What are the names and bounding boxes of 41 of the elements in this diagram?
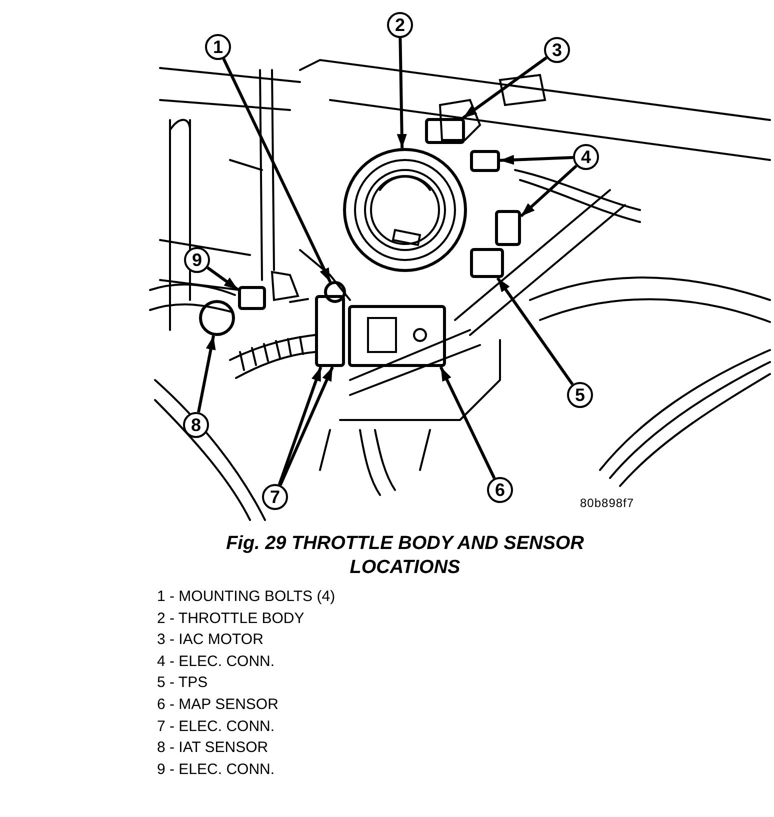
callout-number: 5	[567, 382, 593, 408]
callout-number: 8	[183, 412, 209, 438]
connector	[495, 210, 521, 246]
legend-entry: 6 - MAP SENSOR	[157, 696, 278, 713]
connector	[315, 295, 345, 367]
connector	[470, 150, 500, 172]
callout-number: 2	[387, 12, 413, 38]
legend-entry: 3 - IAC MOTOR	[157, 631, 264, 648]
leader-line	[278, 366, 334, 486]
callout-number: 1	[205, 34, 231, 60]
legend-entry: 1 - MOUNTING BOLTS (4)	[157, 588, 336, 605]
leader-line	[396, 38, 407, 148]
leader-line	[222, 58, 332, 283]
sensor-housing	[199, 300, 235, 336]
leader-line	[206, 266, 239, 291]
legend-entry: 7 - ELEC. CONN.	[157, 718, 275, 735]
figure-code: 80b898f7	[580, 496, 634, 510]
leader-line	[496, 277, 574, 386]
connector	[238, 286, 266, 310]
legend-entry: 4 - ELEC. CONN.	[157, 652, 275, 670]
callout-number: 4	[573, 144, 599, 170]
leader-line	[197, 335, 216, 412]
leader-line	[500, 154, 574, 165]
legend-entry: 9 - ELEC. CONN.	[157, 760, 275, 778]
callout-number: 9	[184, 247, 210, 273]
sensor-housing	[348, 305, 446, 367]
legend-entry: 5 - TPS	[157, 674, 208, 692]
legend-entry: 2 - THROTTLE BODY	[157, 610, 304, 627]
callout-number: 6	[487, 477, 513, 503]
callout-number: 7	[262, 484, 288, 510]
throttle-body	[343, 148, 467, 272]
legend-entry: 8 - IAT SENSOR	[157, 739, 268, 756]
leader-line	[439, 366, 496, 479]
figure-caption: Fig. 29 THROTTLE BODY AND SENSOR LOCATIONS	[225, 532, 585, 580]
motor-housing	[425, 118, 465, 144]
sensor-housing	[470, 248, 504, 278]
mounting-bolt	[324, 281, 346, 303]
leader-line	[462, 56, 548, 120]
leader-line	[520, 164, 578, 218]
leader-line	[278, 366, 322, 486]
callout-number: 3	[544, 37, 570, 63]
